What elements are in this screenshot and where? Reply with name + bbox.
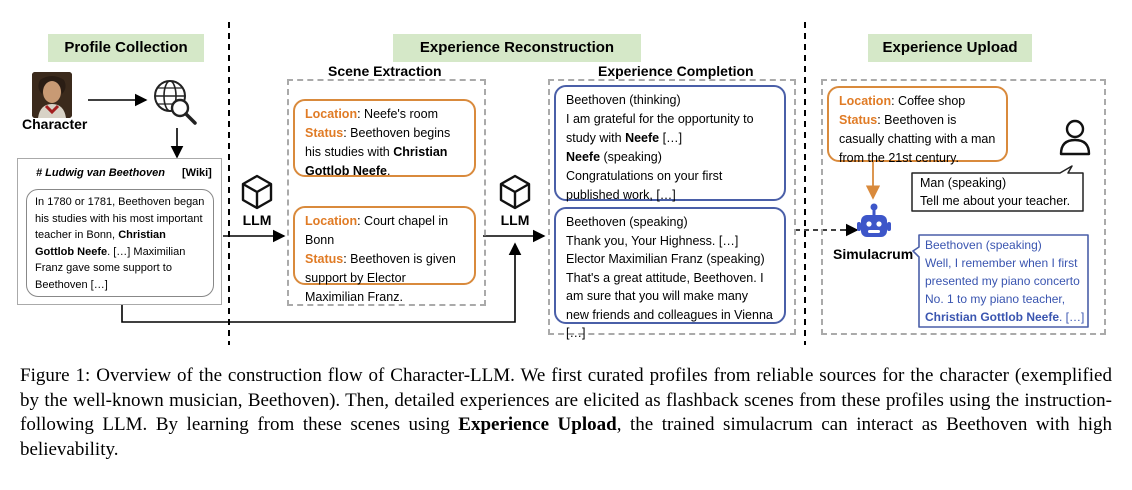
upload-status-label: Status (839, 113, 878, 127)
sim-bubble-line1: Beethoven (speaking) (925, 238, 1042, 252)
scene1-location-label: Location (305, 107, 358, 121)
subheader-experience-completion: Experience Completion (598, 63, 754, 79)
man-bubble-line1: Man (speaking) (920, 176, 1007, 190)
scene1-status-value: : Beethoven begins his studies with (305, 126, 451, 159)
comp2-line2: Thank you, Your Highness. […] (566, 233, 739, 248)
comp1-line2c: […] (659, 131, 683, 145)
wiki-tag: [Wiki] (182, 167, 212, 179)
llm-label-2: LLM (500, 212, 530, 228)
arrow-wiki-llm2 (121, 242, 522, 323)
web-search-icon (152, 78, 198, 131)
llm-cube-icon-2 (498, 174, 532, 215)
man-bubble-line2: Tell me about your teacher. (920, 194, 1071, 208)
experience-upload-group (821, 79, 1106, 335)
scene2-location-label: Location (305, 214, 358, 228)
completion-card-1: Beethoven (thinking) I am grateful for t… (554, 85, 786, 202)
sim-bubble-line3: Christian Gottlob Neefe (925, 310, 1060, 324)
beethoven-portrait-icon (32, 72, 72, 118)
scene1-status-end: . (386, 164, 391, 178)
caption-text-1: Figure 1: Overview of the construction f… (20, 365, 1112, 435)
comp2-line4: That's a great attitude, Beethoven. I am… (566, 270, 773, 341)
header-experience-reconstruction: Experience Reconstruction (393, 34, 641, 62)
wiki-title: # Ludwig van Beethoven (36, 167, 165, 179)
upload-location-value: : Coffee shop (891, 94, 966, 108)
upload-scene-card: Location: Coffee shop Status: Beethoven … (827, 86, 1008, 165)
figure-caption: Figure 1: Overview of the construction f… (20, 364, 1112, 462)
sim-bubble-line2: Well, I remember when I first presented … (925, 256, 1080, 306)
wiki-text-b: . […] Maximilian Franz gave some support… (35, 245, 186, 291)
comp2-line3: Elector Maximilian Franz (speaking) (566, 252, 765, 266)
scene-extraction-group (287, 79, 486, 306)
scene-card-1: Location: Neefe's room Status: Beethoven… (293, 99, 476, 178)
scene2-status-value: : Beethoven is given support by Elector … (305, 252, 456, 304)
wiki-text-bold: Christian Gottlob Neefe (35, 229, 166, 258)
scene2-status-label: Status (305, 252, 344, 266)
caption-bold: Experience Upload (458, 414, 617, 435)
comp2-line1: Beethoven (speaking) (566, 215, 688, 229)
comp1-line4: Congratulations on your first published … (566, 169, 723, 202)
comp1-line2a: I am grateful for the opportunity to stu… (566, 112, 754, 145)
scene1-status-bold: Christian Gottlob Neefe (305, 145, 448, 178)
comp1-line3b: (speaking) (600, 150, 662, 164)
scene1-location-value: : Neefe's room (357, 107, 438, 121)
robot-icon (856, 202, 892, 247)
upload-status-value: : Beethoven is casually chatting with a … (839, 113, 996, 165)
scene-card-2: Location: Court chapel in Bonn Status: B… (293, 206, 476, 304)
person-icon (1058, 118, 1092, 163)
caption-text-2: , the trained simulacrum can interact as… (20, 414, 1112, 460)
upload-location-label: Location (839, 94, 892, 108)
header-profile-collection: Profile Collection (48, 34, 204, 62)
subheader-scene-extraction: Scene Extraction (328, 63, 442, 79)
sim-bubble-line4: . […] (1059, 310, 1085, 324)
llm-cube-icon-1 (240, 174, 274, 215)
comp1-line3: Neefe (566, 150, 601, 164)
header-experience-upload: Experience Upload (868, 34, 1032, 62)
scene2-location-value: : Court chapel in Bonn (305, 214, 449, 247)
completion-card-2: Beethoven (speaking) Thank you, Your Hig… (554, 207, 786, 340)
wiki-text-box: In 1780 or 1781, Beethoven began his stu… (26, 189, 214, 297)
wiki-text-a: In 1780 or 1781, Beethoven began his stu… (35, 196, 205, 241)
experience-completion-group (548, 79, 796, 335)
llm-label-1: LLM (242, 212, 272, 228)
character-label: Character (22, 116, 88, 132)
comp1-line1: Beethoven (thinking) (566, 93, 681, 107)
comp1-line2b: Neefe (625, 131, 660, 145)
simulacrum-label: Simulacrum (833, 246, 914, 262)
wiki-profile-card: # Ludwig van Beethoven [Wiki] In 1780 or… (17, 158, 222, 305)
scene1-status-label: Status (305, 126, 344, 140)
